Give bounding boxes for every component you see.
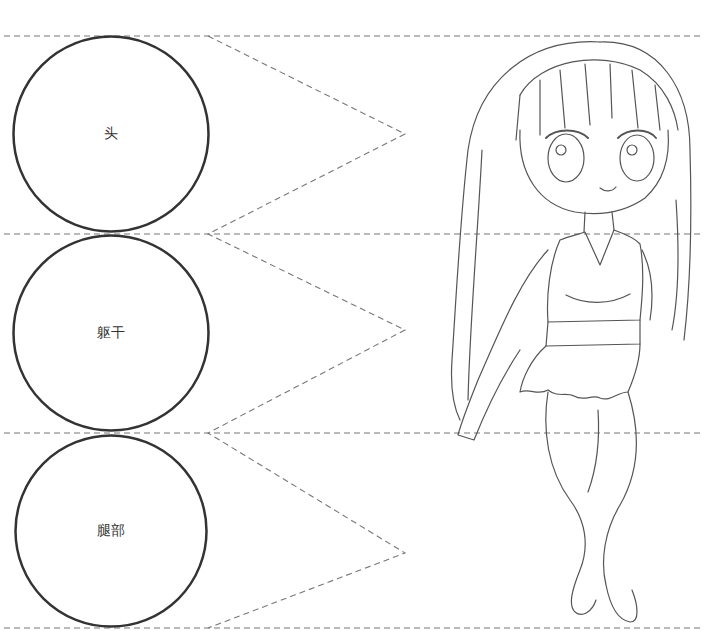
hair	[520, 60, 678, 130]
circle-shape	[14, 37, 209, 232]
top-detail	[566, 294, 630, 302]
eye-highlight	[556, 145, 566, 155]
guide-lines	[4, 36, 701, 628]
part-circle: 腿部	[14, 434, 208, 628]
bangs	[516, 64, 660, 140]
mouth	[600, 187, 616, 191]
circle-shape	[14, 236, 209, 431]
eye-highlight	[627, 145, 637, 155]
leg	[604, 392, 637, 622]
hair	[600, 42, 691, 340]
part-circle: 躯干	[12, 234, 210, 432]
arm	[642, 250, 652, 320]
chibi-girl	[452, 42, 691, 622]
face	[520, 130, 669, 213]
ruffle-skirt	[520, 344, 640, 399]
eye	[548, 134, 584, 182]
dashed-guide	[4, 432, 701, 433]
leg	[546, 392, 596, 614]
part-label: 头	[104, 125, 118, 143]
hair	[452, 42, 600, 420]
part-label: 躯干	[97, 324, 125, 342]
hair	[672, 200, 678, 330]
circle-shape	[16, 436, 207, 627]
part-label: 腿部	[97, 522, 125, 540]
leg-detail	[588, 410, 599, 492]
zigzag-guide	[208, 36, 405, 628]
part-circle: 头	[12, 35, 210, 233]
waist	[546, 320, 640, 346]
eyelash	[546, 131, 656, 139]
eye	[620, 135, 654, 181]
neck	[584, 212, 614, 232]
hair	[468, 150, 482, 400]
arm	[458, 250, 548, 440]
top	[548, 230, 643, 322]
